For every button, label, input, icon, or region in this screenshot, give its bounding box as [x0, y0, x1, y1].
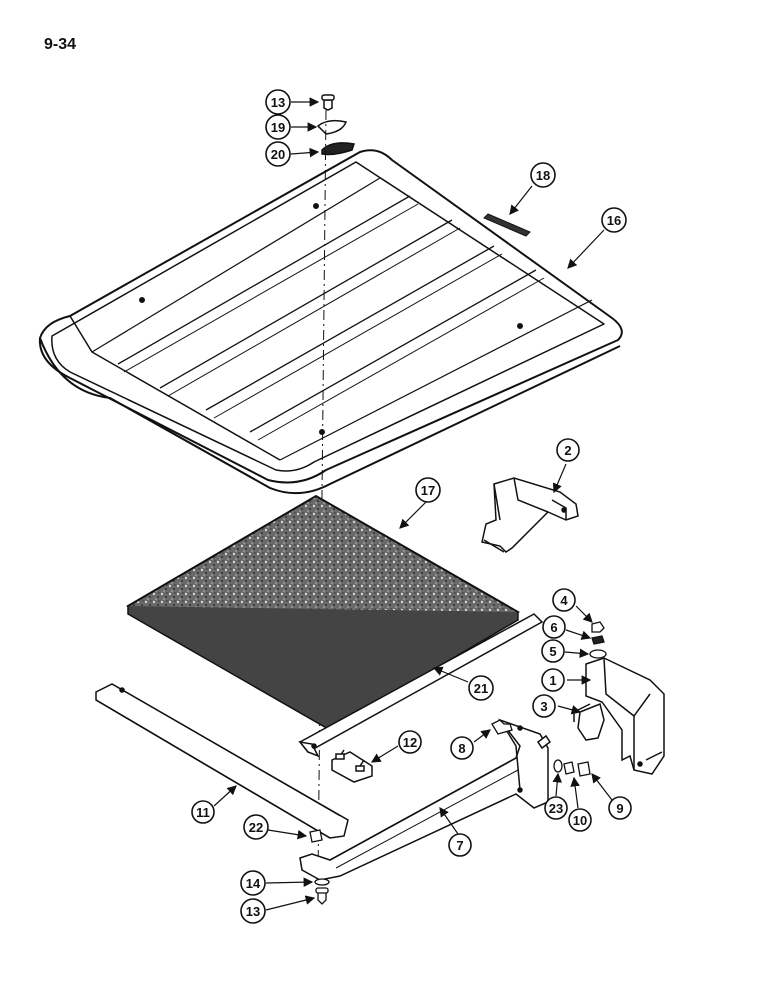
callout-5: 5: [541, 639, 590, 663]
svg-text:14: 14: [246, 876, 261, 891]
callout-1: 1: [541, 668, 592, 692]
svg-text:2: 2: [564, 443, 571, 458]
bolt-8: [491, 719, 513, 735]
svg-text:16: 16: [607, 213, 621, 228]
callout-11: 11: [191, 785, 237, 824]
side-support-rail: [95, 683, 349, 839]
callout-16: 16: [567, 207, 627, 269]
roof-support-arm: [299, 718, 552, 881]
callout-2: 2: [552, 438, 580, 494]
top-hardware-stack: [316, 94, 355, 156]
svg-text:5: 5: [549, 644, 556, 659]
nut-washer-set: [553, 759, 591, 777]
callout-20: 20: [265, 141, 320, 167]
callout-10: 10: [568, 776, 592, 832]
svg-text:8: 8: [458, 741, 465, 756]
callout-17: 17: [399, 477, 441, 529]
svg-text:12: 12: [403, 735, 417, 750]
roof-insulation-pad: [126, 494, 520, 731]
svg-text:20: 20: [271, 147, 285, 162]
callout-19: 19: [265, 114, 318, 140]
callout-12: 12: [370, 730, 422, 763]
front-support-rail: [298, 613, 544, 758]
assembly-centerline: [317, 109, 327, 881]
callout-13-bottom: 13: [240, 895, 316, 924]
u-bolt: [573, 702, 605, 741]
svg-text:17: 17: [421, 483, 435, 498]
svg-text:13: 13: [271, 95, 285, 110]
callout-4: 4: [552, 588, 593, 623]
svg-text:13: 13: [246, 904, 260, 919]
nut-22: [309, 829, 323, 843]
callout-13-top: 13: [265, 89, 320, 115]
callout-3: 3: [532, 694, 582, 718]
svg-text:21: 21: [474, 681, 488, 696]
callout-7: 7: [439, 807, 472, 857]
svg-text:6: 6: [550, 620, 557, 635]
callout-21: 21: [432, 666, 494, 701]
svg-text:19: 19: [271, 120, 285, 135]
svg-text:23: 23: [549, 801, 563, 816]
svg-text:11: 11: [196, 805, 210, 820]
svg-text:18: 18: [536, 168, 550, 183]
clamp-bracket: [331, 749, 373, 783]
rear-mount-bracket: [481, 477, 579, 553]
callout-18: 18: [509, 162, 556, 215]
svg-text:10: 10: [573, 813, 587, 828]
rear-mount-bracket-lower: [585, 657, 665, 775]
nut-washer-stack: [589, 621, 607, 659]
cab-roof: [38, 149, 623, 495]
callout-9: 9: [591, 773, 632, 820]
callout-14: 14: [240, 870, 314, 896]
svg-text:9: 9: [616, 801, 623, 816]
svg-text:22: 22: [249, 820, 263, 835]
page-number: 9-34: [44, 36, 77, 53]
svg-text:3: 3: [540, 699, 547, 714]
callout-6: 6: [542, 615, 592, 640]
bottom-hardware-stack: [314, 878, 330, 905]
callout-22: 22: [243, 814, 308, 840]
callout-8: 8: [450, 729, 491, 760]
svg-text:1: 1: [549, 673, 556, 688]
roof-seal-strip: [483, 213, 531, 237]
callout-23: 23: [544, 772, 568, 820]
svg-text:7: 7: [456, 838, 463, 853]
svg-text:4: 4: [560, 593, 568, 608]
